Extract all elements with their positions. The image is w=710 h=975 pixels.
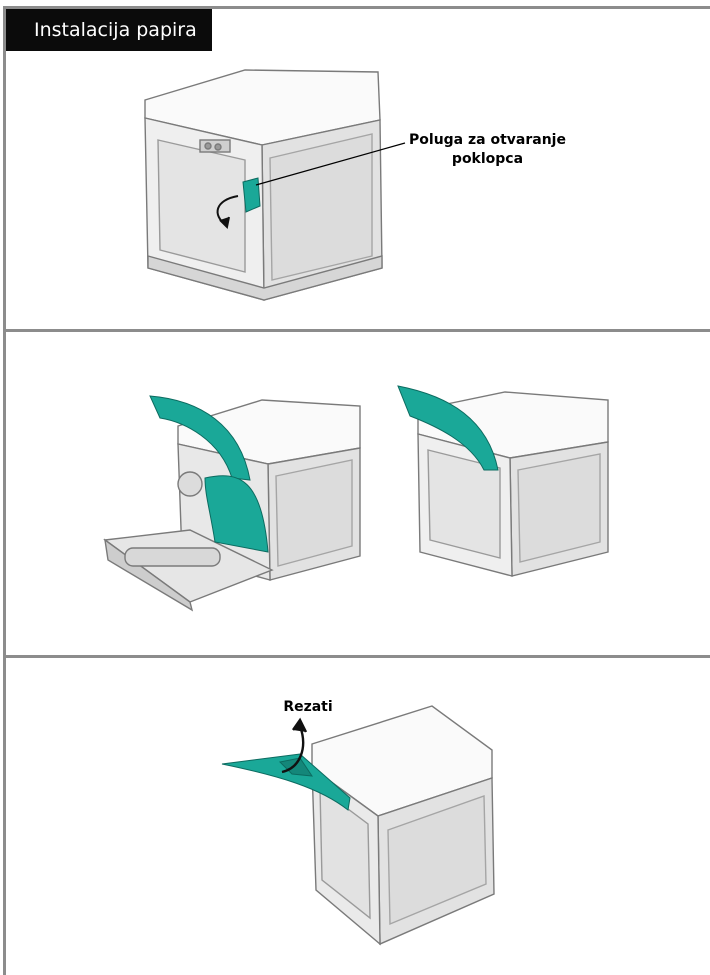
callout-cover-lever: Poluga za otvaranje poklopca bbox=[405, 131, 570, 169]
step-3-illustration bbox=[0, 658, 710, 975]
step-2-illustration bbox=[0, 330, 710, 655]
callout-tear: Rezati bbox=[278, 698, 338, 717]
cover-lever bbox=[243, 178, 260, 212]
printer-closed bbox=[145, 70, 382, 300]
step-1-illustration bbox=[0, 0, 710, 330]
printer-angled bbox=[312, 706, 494, 944]
